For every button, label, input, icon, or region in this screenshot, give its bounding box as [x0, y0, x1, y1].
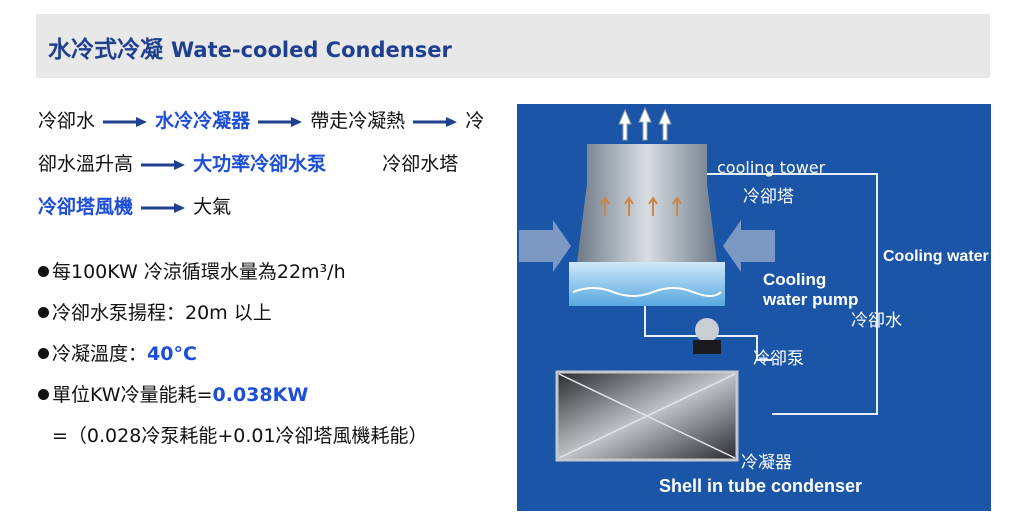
pump-label-zh: 冷卻泵	[753, 349, 804, 369]
flow-step-highlight: 冷卻塔風機	[38, 196, 134, 218]
cooling-water-label-zh: 冷卻水	[851, 311, 902, 331]
flow-line-2: 卻水溫升高 大功率冷卻水泵 冷卻水塔	[38, 143, 508, 186]
bullet-icon	[38, 266, 49, 277]
pump-label-en-1: Cooling	[763, 270, 827, 289]
arrow-right-icon	[413, 116, 458, 127]
pipe-line	[644, 292, 772, 361]
list-item: 冷卻水泵揚程：20m 以上	[38, 293, 428, 334]
pump	[695, 318, 719, 342]
tower-label-zh: 冷卻塔	[743, 187, 794, 207]
condenser-label-zh: 冷凝器	[741, 453, 792, 473]
arrow-right-icon	[141, 202, 186, 213]
energy-formula: =（0.028冷泵耗能+0.01冷卻塔風機耗能）	[52, 425, 428, 447]
flow-line-1: 冷卻水 水冷冷凝器 帶走冷凝熱 冷	[38, 100, 508, 143]
flow-step: 帶走冷凝熱	[310, 110, 406, 132]
cooling-water-label-en: Cooling water	[883, 248, 989, 265]
flow-step: 卻水溫升高	[38, 153, 134, 175]
flow-step: 冷卻水塔	[382, 153, 459, 175]
air-flow-arrows	[600, 196, 682, 216]
exhaust-arrows	[618, 106, 672, 141]
spec-list: 每100KW 冷涼循環水量為22m³/h 冷卻水泵揚程：20m 以上 冷凝溫度：…	[38, 252, 428, 457]
pump-label-en-2: water pump	[763, 290, 859, 309]
flow-step: 冷	[465, 110, 485, 132]
title-en: Wate-cooled Condenser	[171, 38, 452, 62]
pipe-line	[707, 173, 878, 415]
list-item: 單位KW冷量能耗=0.038KW	[38, 375, 428, 416]
flow-step: 冷卻水	[38, 110, 96, 132]
bullet-icon	[38, 389, 49, 400]
arrow-right-icon	[103, 116, 148, 127]
list-item: 冷凝溫度：40°C	[38, 334, 428, 375]
arrow-right-icon	[258, 116, 303, 127]
title-bar: 水冷式冷凝 Wate-cooled Condenser	[36, 14, 990, 78]
flow-step-highlight: 水冷冷凝器	[155, 110, 251, 132]
title-zh: 水冷式冷凝	[48, 37, 163, 63]
flow-step-highlight: 大功率冷卻水泵	[193, 153, 327, 175]
arrow-right-icon	[141, 159, 186, 170]
diagram-graphic	[519, 106, 878, 462]
air-inlet-arrow	[519, 220, 571, 272]
cooling-system-diagram: cooling tower 冷卻塔 Cooling water 冷卻水 Cool…	[517, 104, 991, 511]
cooling-tower	[577, 144, 717, 262]
air-inlet-arrow	[723, 220, 775, 272]
list-item: 每100KW 冷涼循環水量為22m³/h	[38, 252, 428, 293]
flow-step: 大氣	[193, 196, 232, 218]
water-basin	[569, 262, 725, 306]
condenser-label-en: Shell in tube condenser	[659, 476, 863, 496]
bullet-icon	[38, 307, 49, 318]
flow-description: 冷卻水 水冷冷凝器 帶走冷凝熱 冷 卻水溫升高 大功率冷卻水泵 冷卻水塔 冷卻塔…	[38, 100, 508, 229]
page-title: 水冷式冷凝 Wate-cooled Condenser	[48, 30, 452, 64]
bullet-icon	[38, 348, 49, 359]
tower-label-en: cooling tower	[717, 158, 826, 177]
flow-line-3: 冷卻塔風機 大氣	[38, 186, 508, 229]
